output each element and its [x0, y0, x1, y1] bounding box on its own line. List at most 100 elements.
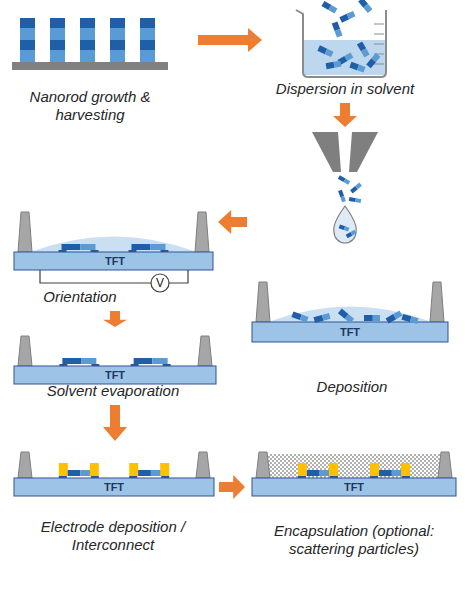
- bank-wall: [195, 212, 209, 252]
- nanorod: [339, 224, 350, 231]
- nanorod: [80, 28, 95, 40]
- process-arrow: [103, 405, 127, 441]
- solvent-film: [30, 236, 197, 252]
- nanorod: [349, 62, 365, 73]
- electrode: [370, 463, 379, 476]
- graduation: [374, 24, 384, 25]
- tft-substrate: [14, 366, 216, 384]
- nanorod: [134, 358, 168, 364]
- nanorod: [110, 40, 125, 50]
- stage-caption: Orientation: [20, 288, 140, 306]
- nanorod: [140, 28, 155, 40]
- nanorod: [338, 175, 350, 184]
- drawing-part: [150, 244, 165, 250]
- contact-pad: [91, 364, 99, 366]
- nanorod: [349, 197, 362, 203]
- graduation: [374, 64, 384, 65]
- bank-wall: [198, 336, 212, 366]
- electrode: [90, 463, 99, 476]
- bank-wall: [196, 452, 210, 478]
- electrode: [401, 463, 410, 476]
- nanorod: [291, 311, 308, 322]
- drawing-part: [373, 315, 380, 321]
- contact-pad: [59, 364, 67, 366]
- nanorod: [321, 1, 337, 14]
- nanorod: [338, 190, 346, 203]
- drawing-part: [340, 196, 346, 202]
- nanorod: [62, 244, 96, 250]
- stage-caption: Nanorod growth & harvesting: [20, 88, 160, 124]
- nanorod: [50, 18, 65, 28]
- drawing-part: [326, 62, 335, 69]
- substrate-label: TFT: [104, 481, 124, 494]
- contact-pad: [330, 476, 338, 478]
- substrate-label: TFT: [105, 369, 125, 382]
- contact-pad: [402, 476, 410, 478]
- substrate-label: TFT: [105, 255, 125, 268]
- nanorod: [80, 18, 95, 28]
- process-stage: Orientation: [10, 196, 215, 308]
- drawing-part: [333, 61, 341, 68]
- wire: [40, 270, 151, 283]
- nanorod: [50, 50, 65, 62]
- process-arrow: [219, 475, 245, 499]
- stage-caption: Electrode deposition / Interconnect: [28, 518, 198, 554]
- drawing-part: [300, 314, 309, 322]
- bank-wall: [18, 452, 32, 478]
- nanorod: [332, 21, 343, 37]
- nanorod: [386, 310, 403, 323]
- solvent: [304, 40, 385, 75]
- stage-caption: Solvent evaporation: [10, 382, 216, 400]
- drawing-part: [338, 190, 344, 198]
- drawing-part: [355, 183, 362, 190]
- voltage-source: [151, 274, 169, 292]
- electrode: [59, 463, 68, 476]
- drawing-part: [363, 4, 372, 13]
- drawing-part: [345, 314, 354, 323]
- nanorod: [366, 53, 380, 68]
- wire: [169, 270, 188, 283]
- drawing-part: [344, 226, 350, 231]
- nanorod: [110, 18, 125, 28]
- process-arrow: [103, 311, 127, 327]
- process-stage: Encapsulation (optional: scattering part…: [248, 444, 460, 560]
- nozzle: [349, 132, 378, 172]
- drawing-part: [328, 5, 337, 14]
- tft-substrate: [252, 322, 448, 342]
- nanorod: [357, 41, 370, 57]
- nanorod: [140, 40, 155, 50]
- nanorod: [140, 18, 155, 28]
- drawing-part: [344, 179, 351, 185]
- nanorod: [131, 244, 165, 250]
- electrode: [329, 463, 338, 476]
- nanorod: [20, 50, 35, 62]
- nanorod: [313, 313, 330, 323]
- process-stage: Dispersion in solvent: [265, 4, 425, 100]
- contact-pad: [370, 476, 378, 478]
- drawing-part: [152, 358, 167, 364]
- contact-pad: [59, 250, 67, 252]
- drawing-part: [62, 244, 81, 250]
- drawing-part: [134, 358, 153, 364]
- drawing-part: [349, 197, 356, 202]
- drawing-part: [355, 198, 361, 203]
- contact-pad: [131, 364, 139, 366]
- bank-wall: [256, 452, 270, 478]
- drawing-part: [350, 230, 356, 236]
- growth-substrate: [12, 62, 168, 70]
- contact-pad: [160, 250, 168, 252]
- drawing-part: [80, 244, 95, 250]
- tft-substrate: [14, 478, 214, 496]
- nanorod: [20, 18, 35, 28]
- nanorod: [50, 40, 65, 50]
- drawing-part: [393, 310, 402, 319]
- electrode: [160, 463, 169, 476]
- nanorod: [110, 50, 125, 62]
- droplet: [334, 206, 357, 243]
- drawing-part: [313, 315, 323, 323]
- encapsulant: [268, 454, 440, 478]
- bank-wall: [18, 336, 32, 366]
- process-stage: Nanorod growth & harvesting: [10, 6, 195, 126]
- nanorod: [338, 309, 354, 324]
- nanorod: [326, 61, 342, 70]
